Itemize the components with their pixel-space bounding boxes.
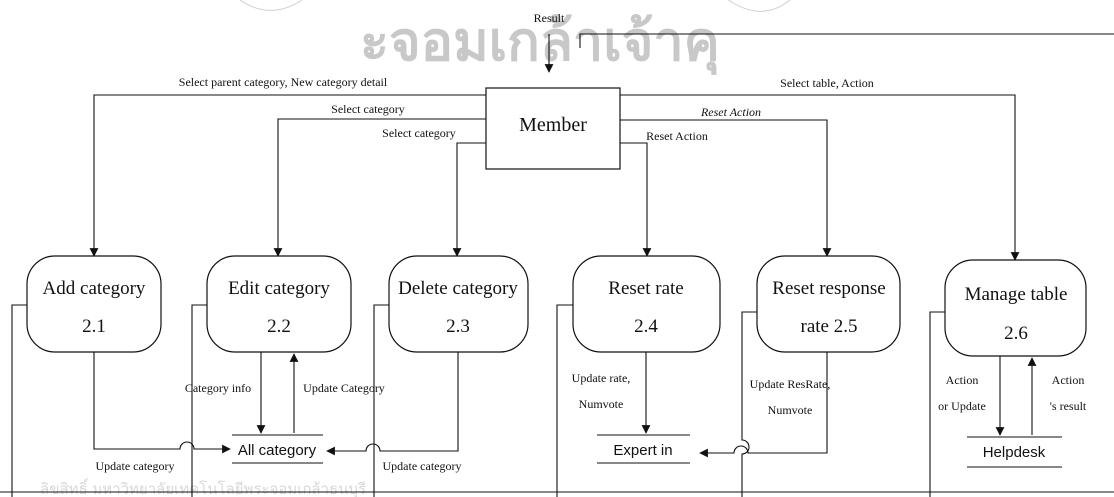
process-add-category: Add category 2.1 [26,255,162,353]
watermark-bottom-text: ลิขสิทธิ์ มหาวิทยาลัยเทคโนโลยีพระจอมเกล้… [40,478,366,497]
flow-label-update-category-right: Update category [383,459,462,473]
flow-label-select-category-edit: Select category [331,102,405,116]
flow-label-update-category-left: Update category [96,459,175,473]
continuation-lines [0,304,1114,497]
datastore-label: All category [238,442,317,459]
process-reset-rate: Reset rate 2.4 [572,255,721,353]
process-name: Add category [43,278,146,299]
datastore-expert-in: Expert in [597,434,690,464]
flow-to-reset-rate [620,142,652,257]
process-name: Delete category [398,278,518,299]
flow-label-reset-action-italic: Reset Action [700,105,761,119]
process-name: Reset response [772,278,885,299]
member-entity-box [485,87,621,170]
flow-label-select-category-delete: Select category [382,126,456,140]
process-name: Edit category [228,278,330,299]
process-reset-response-rate: Reset response rate 2.5 [756,255,901,353]
flow-label-category-info: Category info [185,381,251,395]
flow-to-manage-table [620,94,1020,261]
process-number: 2.6 [1004,323,1028,344]
process-number: rate 2.5 [801,316,858,337]
process-delete-category: Delete category 2.3 [388,255,529,353]
result-flow-label: Result [534,11,565,25]
flow-label-update-rate-1: Update rate, [572,371,631,385]
member-entity-label: Member [519,114,587,136]
flow-label-reset-action: Reset Action [646,129,708,143]
process-number: 2.1 [82,316,106,337]
flow-label-select-parent: Select parent category, New category det… [179,75,388,89]
flow-label-action-update-2: or Update [938,399,986,413]
flow-label-update-resrate-1: Update ResRate, [750,377,831,391]
flow-update-resrate-arrow [699,352,828,458]
process-name: Manage table [965,284,1068,305]
flow-label-action-result-1: Action [1052,373,1085,387]
flow-to-delete-category [452,142,486,257]
flow-to-edit-category [273,118,486,257]
flow-label-select-table: Select table, Action [780,76,874,90]
datastore-all-category: All category [232,434,323,464]
process-edit-category: Edit category 2.2 [206,255,352,353]
process-number: 2.4 [634,316,658,337]
flow-label-update-category-up: Update Category [303,381,385,395]
flow-update-category-left [93,352,231,454]
process-manage-table: Manage table 2.6 [944,259,1087,357]
watermark-arc-text: ะจอมเกล้าเจ้าคุ [360,10,720,76]
datastore-label: Helpdesk [983,444,1046,461]
watermark: ะจอมเกล้าเจ้าคุ ลิขสิทธิ์ มหาวิทยาลัยเทค… [40,0,791,497]
process-name: Reset rate [608,278,683,299]
flow-to-add-category [89,94,486,257]
datastore-label: Expert in [613,442,672,459]
process-number: 2.3 [446,316,470,337]
flow-to-reset-response [620,119,832,257]
flow-label-update-rate-2: Numvote [579,397,624,411]
flow-update-category-right [326,352,459,456]
flow-label-update-resrate-2: Numvote [768,403,813,417]
flow-label-action-result-2: 's result [1050,399,1087,413]
result-flow-line [579,33,1114,48]
datastore-helpdesk: Helpdesk [967,436,1062,468]
process-number: 2.2 [267,316,291,337]
flow-label-action-update-1: Action [946,373,979,387]
